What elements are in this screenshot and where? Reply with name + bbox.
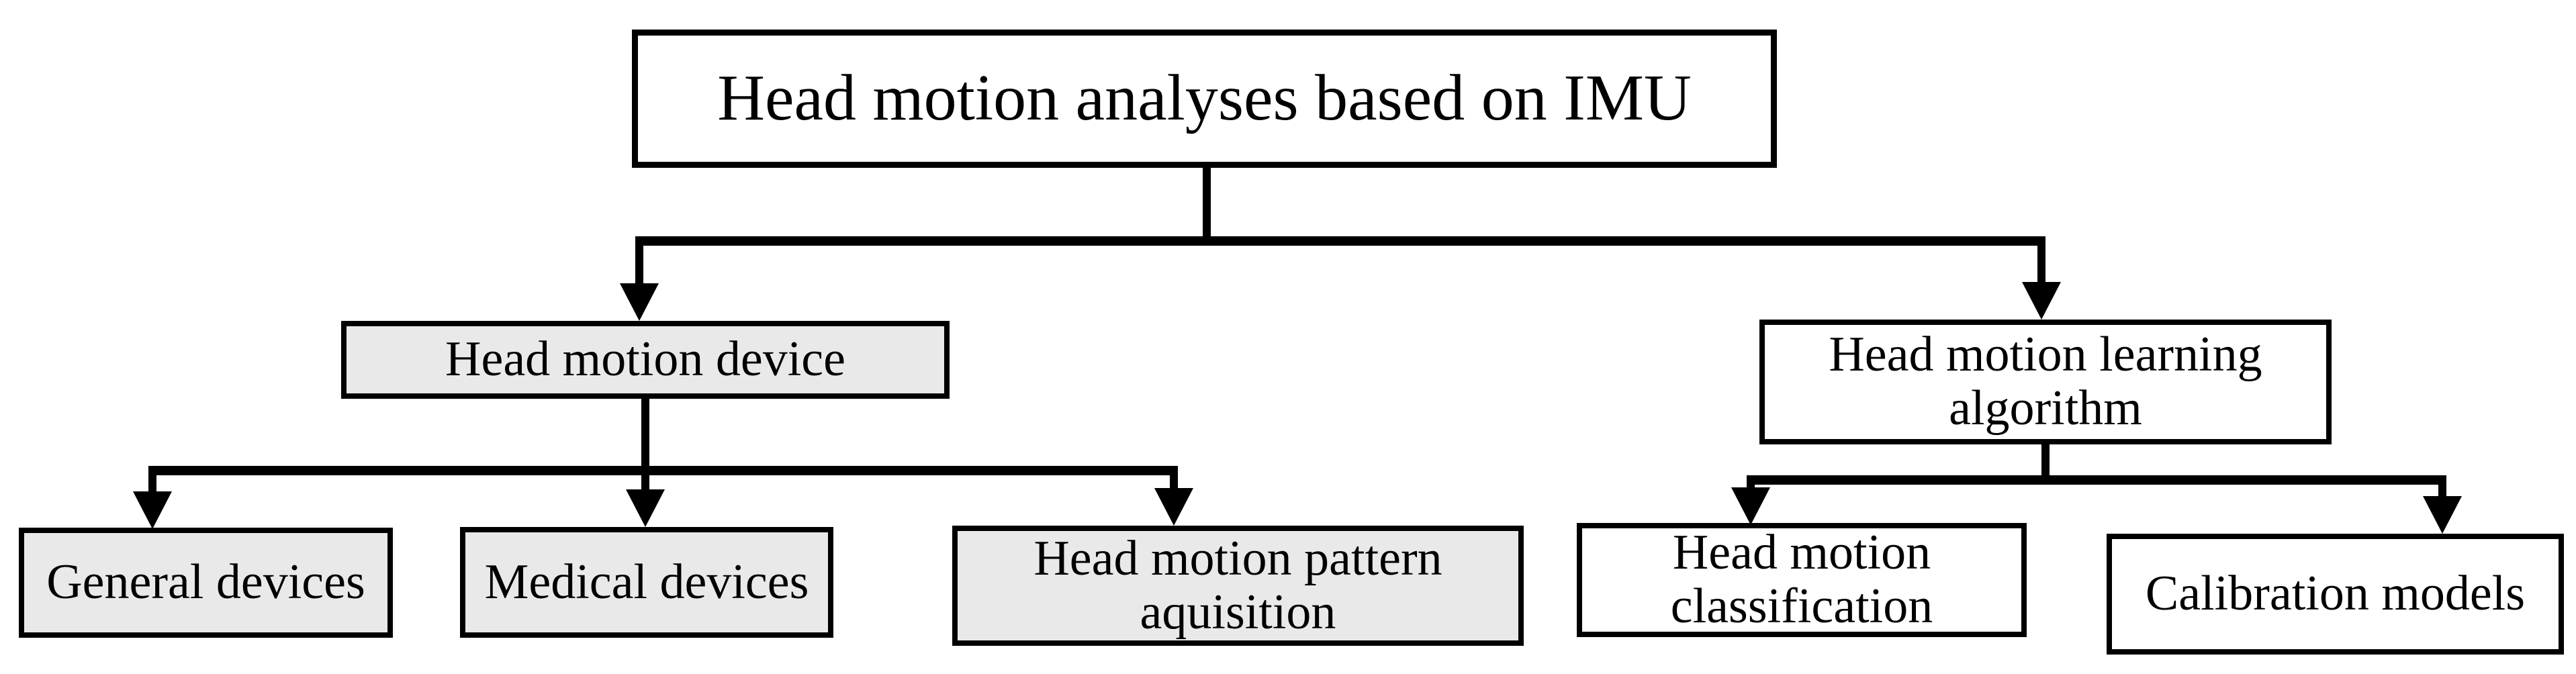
arrowhead-down-icon <box>1154 488 1193 526</box>
connector-drop-to-pattern <box>1170 466 1178 491</box>
connector-learning-stem <box>2041 444 2050 479</box>
node-label: Calibration models <box>2145 566 2526 622</box>
connector-root-stem <box>1203 168 1211 242</box>
connector-drop-to-learning <box>2037 236 2045 283</box>
connector-level1-horizontal <box>635 236 2045 246</box>
arrowhead-down-icon <box>2423 496 2462 534</box>
arrowhead-down-icon <box>133 491 172 529</box>
node-label: Head motion classification <box>1670 525 1933 634</box>
arrowhead-down-icon <box>2022 282 2061 320</box>
connector-drop-to-medical <box>641 466 649 493</box>
arrowhead-down-icon <box>620 283 659 321</box>
arrowhead-down-icon <box>1731 487 1770 525</box>
connector-level2-right-horizontal <box>1747 475 2446 485</box>
node-head-motion-analyses-root: Head motion analyses based on IMU <box>632 30 1777 168</box>
node-head-motion-pattern-aquisition: Head motion pattern aquisition <box>952 526 1524 646</box>
connector-device-stem <box>641 399 649 470</box>
node-label: Head motion device <box>445 332 845 387</box>
node-calibration-models: Calibration models <box>2107 534 2564 655</box>
node-head-motion-device: Head motion device <box>341 321 950 399</box>
node-label: Head motion analyses based on IMU <box>717 62 1692 135</box>
node-label: Medical devices <box>484 554 809 610</box>
node-label: General devices <box>46 555 365 610</box>
node-label: Head motion learning algorithm <box>1829 327 2262 436</box>
arrowhead-down-icon <box>626 489 665 527</box>
connector-drop-to-general <box>148 466 156 495</box>
node-head-motion-classification: Head motion classification <box>1577 523 2027 637</box>
node-head-motion-learning-algorithm: Head motion learning algorithm <box>1759 320 2332 444</box>
node-label: Head motion pattern aquisition <box>1033 530 1442 640</box>
connector-drop-to-device <box>635 236 643 285</box>
connector-level2-left-horizontal <box>148 466 1178 475</box>
node-medical-devices: Medical devices <box>460 527 833 638</box>
connector-drop-to-classification <box>1747 475 1755 489</box>
connector-drop-to-calibration <box>2438 475 2446 499</box>
node-general-devices: General devices <box>19 528 393 638</box>
